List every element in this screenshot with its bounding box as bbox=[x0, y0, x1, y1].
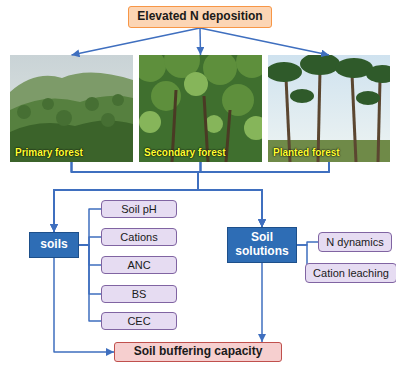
primary-forest-photo bbox=[10, 55, 133, 162]
connector bbox=[79, 245, 101, 265]
connector bbox=[200, 28, 329, 55]
connector bbox=[261, 263, 263, 342]
photo-label: Planted forest bbox=[273, 147, 340, 159]
connector bbox=[54, 162, 329, 232]
connector bbox=[198, 162, 329, 227]
box-label: Cation leaching bbox=[313, 267, 389, 280]
photo-label: Secondary forest bbox=[144, 147, 226, 159]
property-box: BS bbox=[101, 285, 177, 303]
box-label: Soil solutions bbox=[233, 231, 291, 259]
photo-hill bbox=[10, 96, 133, 162]
connector bbox=[79, 245, 101, 321]
box-label: soils bbox=[40, 238, 67, 252]
photo-sky bbox=[10, 55, 133, 162]
box-label: Soil pH bbox=[121, 203, 156, 216]
box-label: BS bbox=[132, 288, 147, 301]
property-box: Cations bbox=[101, 228, 177, 246]
box-label: N dynamics bbox=[326, 236, 383, 249]
connector bbox=[79, 209, 101, 245]
photo-label: Primary forest bbox=[15, 147, 83, 159]
property-box: Cation leaching bbox=[305, 263, 396, 283]
forest-photo-node: Planted forest bbox=[268, 55, 390, 162]
photo-ground bbox=[268, 140, 390, 162]
planted-forest-photo bbox=[268, 55, 390, 162]
box-label: Elevated N deposition bbox=[137, 10, 262, 24]
box-label: Soil buffering capacity bbox=[134, 345, 263, 359]
connector bbox=[199, 28, 201, 55]
photo-canopy bbox=[17, 94, 124, 127]
box-label: ANC bbox=[127, 259, 150, 272]
output-box: Soil buffering capacity bbox=[114, 342, 282, 362]
category-box: Soil solutions bbox=[227, 227, 297, 263]
property-box: ANC bbox=[101, 256, 177, 274]
photo-hill bbox=[10, 72, 133, 162]
box-label: CEC bbox=[127, 315, 150, 328]
photo-canopy bbox=[139, 72, 262, 140]
forest-photo-node: Secondary forest bbox=[139, 55, 262, 162]
photo-hill bbox=[10, 120, 133, 162]
property-box: CEC bbox=[101, 312, 177, 330]
connector bbox=[79, 237, 101, 245]
connector bbox=[79, 245, 101, 294]
category-box: soils bbox=[29, 232, 79, 258]
connector bbox=[72, 28, 201, 55]
property-box: N dynamics bbox=[318, 232, 392, 252]
property-box: Soil pH bbox=[101, 200, 177, 218]
secondary-forest-photo bbox=[139, 55, 262, 162]
input-box: Elevated N deposition bbox=[128, 6, 272, 28]
forest-photo-node: Primary forest bbox=[10, 55, 133, 162]
box-label: Cations bbox=[120, 231, 157, 244]
photo-canopy bbox=[268, 55, 390, 105]
photo-canopy bbox=[139, 55, 262, 116]
